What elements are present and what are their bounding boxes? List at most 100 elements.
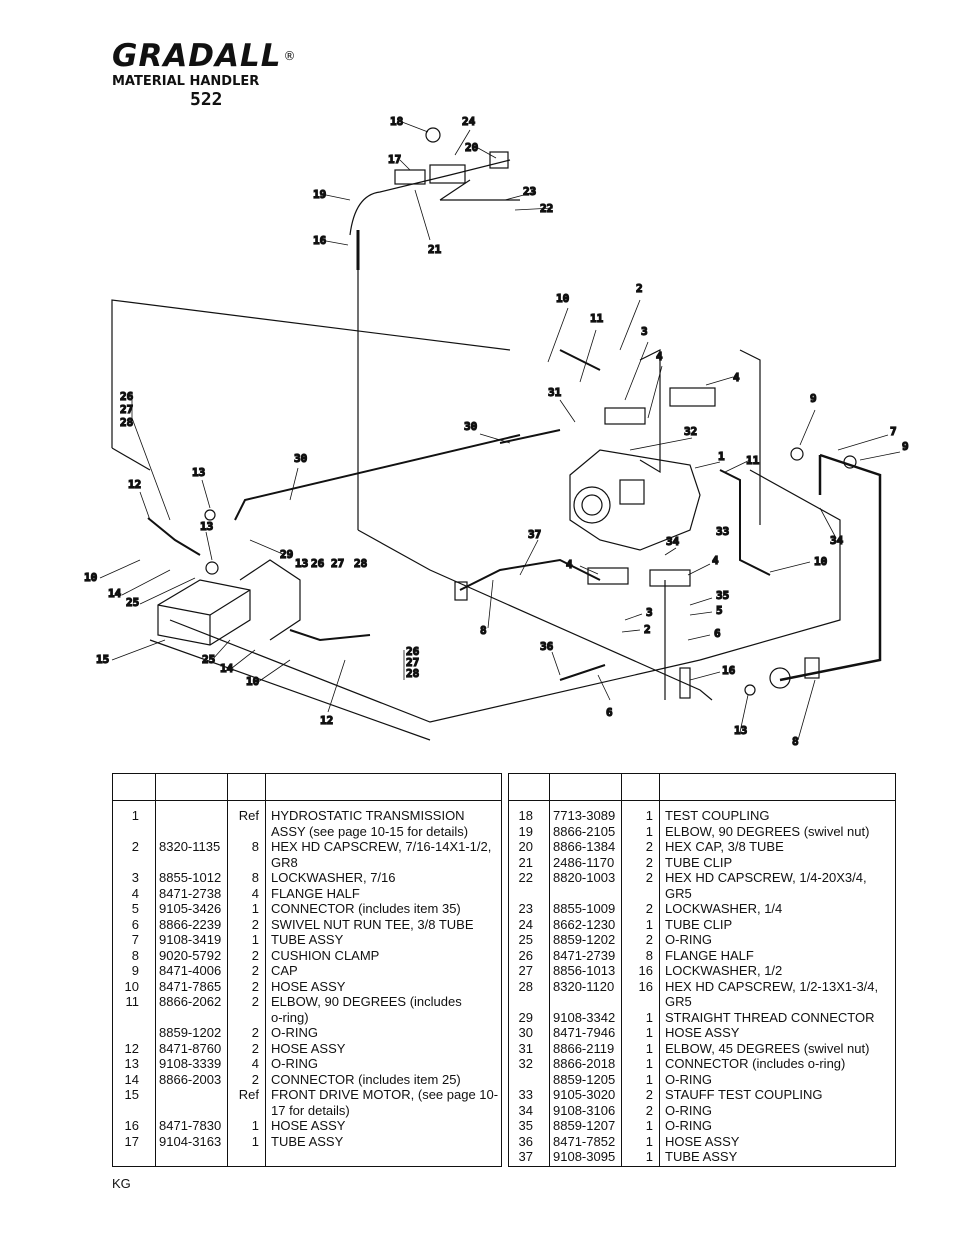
part-number: 8859-1207 [553,1118,616,1133]
quantity: 2 [645,839,653,854]
description: CAP [271,963,298,978]
quantity: 1 [645,916,653,932]
quantity: 1 [251,1133,259,1149]
item-number: 35 [518,1118,533,1133]
hose-line [499,429,561,444]
brand-logo: GRADALL® [112,38,297,74]
quantity: 2 [251,1040,259,1056]
leader-lines [487,507,837,741]
description: STRAIGHT THREAD CONNECTOR [665,1009,875,1025]
part-number: 8471-7946 [553,1025,616,1040]
callout-34a: 34 [666,535,680,548]
leader-lines [479,299,901,473]
callout-8b: 8 [792,735,799,748]
transmission-port-inner [581,494,603,516]
item-number: 9 [131,963,139,978]
cushion-clamp [454,581,468,601]
table-row: 17 for details) [113,1103,501,1119]
callout-4c: 4 [566,558,573,571]
part-number: 8855-1009 [553,901,616,916]
callout-9: 9 [810,392,817,405]
callout-27b: 27 [331,557,344,570]
quantity: 1 [645,808,653,823]
part-number: 9108-3339 [159,1056,222,1071]
part-number: 9108-3095 [553,1149,616,1164]
quantity: 16 [638,978,653,994]
hose-line [559,349,601,371]
tube-line [349,159,511,236]
quantity: 2 [251,963,259,978]
item-number: 28 [518,978,533,994]
callout-7: 7 [890,425,897,438]
item-number: 6 [131,916,139,932]
flange-half [587,567,629,585]
item-number: 10 [124,978,139,994]
column-divider [549,774,550,1166]
callout-33: 33 [716,525,729,538]
item-number: 13 [124,1056,139,1071]
callout-35: 35 [716,589,729,602]
quantity: 2 [251,994,259,1009]
description: LOCKWASHER, 7/16 [271,870,396,885]
description: O-RING [665,1118,712,1133]
quantity: 2 [251,916,259,932]
callout-11: 11 [590,312,604,325]
quantity: 1 [251,901,259,916]
hose-line [289,629,371,642]
flange-half [604,407,646,425]
callout-3b: 3 [646,606,653,619]
test-coupling-shape [425,127,441,143]
description: HYDROSTATIC TRANSMISSION [271,808,465,823]
description: STAUFF TEST COUPLING [665,1087,823,1102]
column-divider [621,774,622,1166]
quantity: 1 [645,1133,653,1149]
quantity: Ref [238,1087,259,1102]
description: HOSE ASSY [271,978,346,994]
part-number: 9020-5792 [159,947,222,963]
table-row: o-ring) [113,1010,501,1026]
description: o-ring) [271,1009,309,1025]
description: TUBE CLIP [665,916,733,932]
quantity: 2 [251,1071,259,1087]
callout-2b: 2 [644,623,651,636]
description: HOSE ASSY [271,1040,346,1056]
part-number: 8866-2062 [159,994,222,1009]
column-divider [659,774,660,1166]
callout-16b: 16 [722,664,736,677]
callout-34b: 34 [830,534,844,547]
quantity: 4 [251,1056,259,1071]
motor-body [239,559,301,641]
item-number: 24 [518,916,533,932]
quantity: 2 [251,978,259,994]
callout-8a: 8 [480,624,487,637]
quantity: 1 [645,1149,653,1164]
description: FRONT DRIVE MOTOR, (see page 10- [271,1087,499,1102]
callout-4d: 4 [712,554,719,567]
item-number: 33 [518,1087,533,1102]
callout-10a: 10 [84,571,97,584]
model-number: 522 [190,89,223,110]
callout-2: 2 [636,282,643,295]
callout-29: 29 [280,548,293,561]
item-number: 8 [131,947,139,963]
description: 17 for details) [271,1102,350,1118]
part-number: 9108-3106 [553,1102,616,1118]
callout-36: 36 [540,640,554,653]
quantity: Ref [238,808,259,823]
quantity: 1 [645,1071,653,1087]
item-number: 14 [124,1071,139,1087]
callout-4: 4 [656,350,663,363]
part-number: 9104-3163 [159,1133,222,1149]
